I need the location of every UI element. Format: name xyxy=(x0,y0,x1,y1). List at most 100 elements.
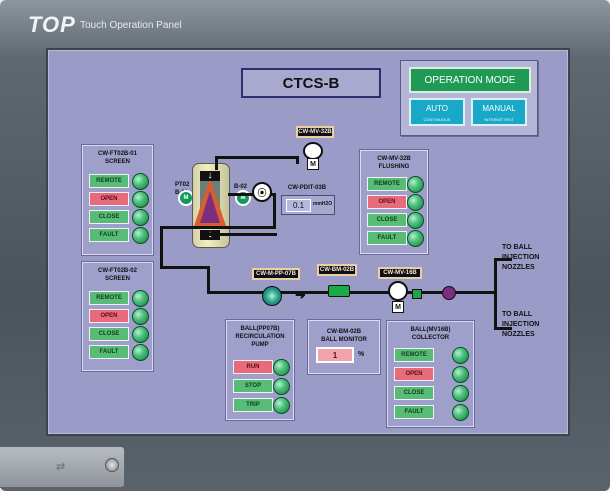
strainer-top-arrow-icon: ↓ xyxy=(207,170,213,181)
screen-01-open-button[interactable]: OPEN xyxy=(89,192,129,206)
pipe-output-bottom xyxy=(494,327,512,330)
collector-remote-button[interactable]: REMOTE xyxy=(394,348,434,362)
collector-close-button[interactable]: CLOSE xyxy=(394,386,434,400)
manual-mode-sublabel: INTERMITTENT xyxy=(484,117,514,122)
flushing-open-indicator xyxy=(407,194,424,211)
screen-title: CTCS-B xyxy=(241,68,381,98)
pressure-display: 0.1 mmH2O xyxy=(281,195,335,215)
valve-32b-tag: CW-MV-32B xyxy=(296,126,334,138)
usb-screw-icon xyxy=(105,458,119,472)
pipe-top-left-drop xyxy=(215,156,218,170)
flushing-remote-indicator xyxy=(407,176,424,193)
flushing-close-button[interactable]: CLOSE xyxy=(367,213,407,227)
manual-mode-button[interactable]: MANUAL INTERMITTENT xyxy=(471,98,527,126)
pipe-bottom-main xyxy=(207,291,495,294)
flushing-fault-indicator xyxy=(407,230,424,247)
pressure-unit: mmH2O xyxy=(313,201,333,207)
pipe-mid-drop xyxy=(273,193,276,226)
screen-02-close-indicator xyxy=(132,326,149,343)
ball-monitor-title: CW-BM-02B BALL MONITOR xyxy=(321,329,367,343)
collector-fault-indicator xyxy=(452,404,469,421)
recirculation-pump-icon xyxy=(262,286,282,306)
pdit-tag-label: CW-PDIT-03B xyxy=(287,185,327,191)
pipe-bottom-left-drop xyxy=(207,266,210,294)
pressure-value: 0.1 xyxy=(286,199,311,212)
valve-16b-flow-block-icon xyxy=(412,289,422,299)
pipe-mid-return xyxy=(160,226,276,229)
usb-icon: ⇄ xyxy=(56,461,66,473)
flushing-close-indicator xyxy=(407,212,424,229)
hmi-screen: CTCS-B OPERATION MODE AUTO CONTINUOUS MA… xyxy=(46,48,570,436)
pump-run-button[interactable]: RUN xyxy=(233,360,273,374)
screen-01-open-indicator xyxy=(132,191,149,208)
pump-trip-indicator xyxy=(273,397,290,414)
ball-monitor-sensor-icon xyxy=(328,285,350,297)
pump-stop-indicator xyxy=(273,378,290,395)
collector-open-button[interactable]: OPEN xyxy=(394,367,434,381)
operation-mode-button[interactable]: OPERATION MODE xyxy=(409,67,531,93)
screen-01-panel: CW-FT02B-01 SCREEN REMOTE OPEN CLOSE FAU… xyxy=(81,144,154,256)
screen-01-title: CW-FT02B-01 SCREEN xyxy=(98,151,137,165)
ball-collector-panel: BALL(MV16B) COLLECTOR REMOTE OPEN CLOSE … xyxy=(386,320,475,428)
pump-run-indicator xyxy=(273,359,290,376)
pump-trip-button[interactable]: TRIP xyxy=(233,398,273,412)
operation-mode-panel: OPERATION MODE AUTO CONTINUOUS MANUAL IN… xyxy=(400,60,538,136)
flushing-valve-title: CW-MV-32B FLUSHING xyxy=(377,156,411,170)
recirculation-pump-title: BALL(PP07B) RECIRCULATION PUMP xyxy=(235,326,285,348)
screen-02-open-indicator xyxy=(132,308,149,325)
pipe-secondary xyxy=(209,233,277,236)
valve-16b-actuator-icon xyxy=(388,281,408,301)
auto-mode-sublabel: CONTINUOUS xyxy=(423,117,451,122)
collector-valve-icon xyxy=(442,286,456,300)
collector-close-indicator xyxy=(452,385,469,402)
flow-direction-icon: ➜ xyxy=(295,287,306,302)
pipe-left-vertical xyxy=(160,226,163,266)
screen-02-close-button[interactable]: CLOSE xyxy=(89,327,129,341)
pipe-top-right-drop xyxy=(296,156,299,164)
collector-remote-indicator xyxy=(452,347,469,364)
auto-mode-button[interactable]: AUTO CONTINUOUS xyxy=(409,98,465,126)
screen-01-close-button[interactable]: CLOSE xyxy=(89,210,129,224)
screen-02-title: CW-FT02B-02 SCREEN xyxy=(98,268,137,282)
pipe-output-top xyxy=(494,258,512,261)
screen-02-panel: CW-FT02B-02 SCREEN REMOTE OPEN CLOSE FAU… xyxy=(81,261,154,372)
pipe-left-to-bottom xyxy=(160,266,207,269)
pipe-top-main xyxy=(215,156,299,159)
output-bottom-label: TO BALL INJECTION NOZZLES xyxy=(502,311,540,338)
device-brand-logo: TOP xyxy=(28,12,76,37)
screen-02-remote-indicator xyxy=(132,290,149,307)
screen-02-remote-button[interactable]: REMOTE xyxy=(89,291,129,305)
bm-02b-tag: CW-BM-02B xyxy=(317,264,357,276)
ball-strainer-icon: ↓ ↓ xyxy=(192,163,230,248)
flushing-open-button[interactable]: OPEN xyxy=(367,195,407,209)
recirculation-pump-panel: BALL(PP07B) RECIRCULATION PUMP RUN STOP … xyxy=(225,319,295,421)
screen-01-remote-indicator xyxy=(132,173,149,190)
valve-32b-motor-icon: M xyxy=(307,158,319,170)
pump-07b-tag: CW-M-PP-07B xyxy=(252,268,300,280)
flushing-remote-button[interactable]: REMOTE xyxy=(367,177,407,191)
ball-monitor-panel: CW-BM-02B BALL MONITOR 1 % xyxy=(307,319,381,375)
pipe-output-vertical xyxy=(494,258,497,330)
screen-01-fault-indicator xyxy=(132,227,149,244)
strainer-right-label: B-02 xyxy=(234,184,248,190)
pump-stop-button[interactable]: STOP xyxy=(233,379,273,393)
output-top-label: TO BALL INJECTION NOZZLES xyxy=(502,244,540,271)
manual-mode-label: MANUAL xyxy=(482,104,516,113)
pressure-gauge-icon: ⦿ xyxy=(252,182,272,202)
flushing-fault-button[interactable]: FAULT xyxy=(367,231,407,245)
collector-open-indicator xyxy=(452,366,469,383)
screen-02-fault-button[interactable]: FAULT xyxy=(89,345,129,359)
collector-fault-button[interactable]: FAULT xyxy=(394,405,434,419)
ball-monitor-unit: % xyxy=(358,351,365,358)
screen-01-fault-button[interactable]: FAULT xyxy=(89,228,129,242)
valve-16b-tag: CW-MV-16B xyxy=(378,267,422,279)
ball-collector-title: BALL(MV16B) COLLECTOR xyxy=(410,327,451,341)
screen-02-fault-indicator xyxy=(132,344,149,361)
ball-monitor-value: 1 xyxy=(316,347,354,363)
screen-02-open-button[interactable]: OPEN xyxy=(89,309,129,323)
screen-01-close-indicator xyxy=(132,209,149,226)
usb-port-cover[interactable]: ⇄ xyxy=(0,446,125,488)
screen-01-remote-button[interactable]: REMOTE xyxy=(89,174,129,188)
valve-16b-motor-icon: M xyxy=(392,301,404,313)
